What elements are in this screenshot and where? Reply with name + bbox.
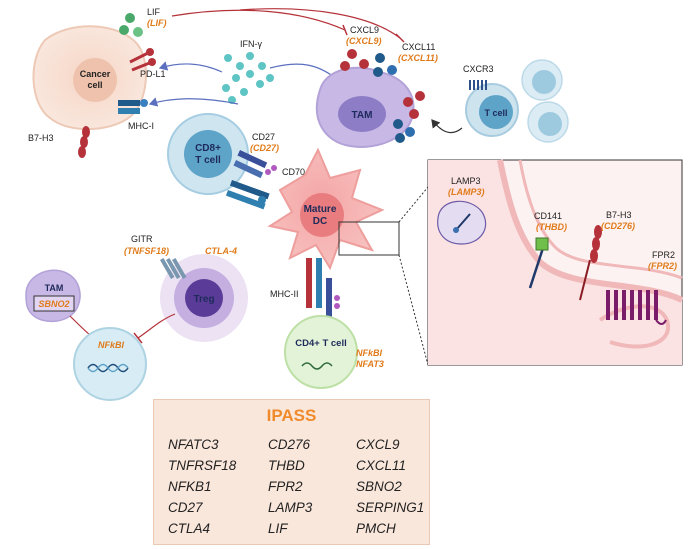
cd70-label: CD70 — [282, 167, 305, 177]
cd27-label: CD27 — [252, 132, 275, 142]
cd27-receptor — [233, 150, 277, 179]
cd4-gene-1: NFkBI — [356, 348, 383, 358]
ifng-label: IFN-γ — [240, 39, 262, 49]
ipass-panel: IPASS NFATC3 CD276 CXCL9 TNFRSF18 THBD C… — [153, 399, 430, 545]
dc-label-1: Mature — [304, 204, 337, 215]
ipass-gene: CXCL9 — [356, 437, 400, 452]
lif-cxcl9-inhibition — [171, 9, 346, 31]
cd141-gene: (THBD) — [536, 222, 567, 232]
pdl1-label: PD-L1 — [140, 69, 166, 79]
cd4-gene-2: NFAT3 — [356, 359, 384, 369]
cancer-cell-label-2: cell — [87, 80, 102, 90]
ifng-to-cancer-arrow — [158, 61, 223, 73]
chemokine-dots — [340, 49, 425, 143]
nfkbi-gene: NFkBI — [98, 340, 125, 350]
ipass-gene: TNFRSF18 — [168, 458, 237, 473]
mhc2-label: MHC-II — [270, 289, 299, 299]
cd141-label: CD141 — [534, 211, 562, 221]
mature-dc: Mature DC — [267, 147, 385, 271]
dc-zoom-box — [338, 221, 400, 256]
cd27-gene: (CD27) — [250, 143, 279, 153]
ipass-gene: CXCL11 — [356, 458, 407, 473]
ipass-gene: LIF — [268, 521, 288, 536]
ipass-gene: LAMP3 — [268, 500, 313, 515]
treg-inhibition — [137, 313, 176, 339]
cxcl11-label: CXCL11 — [402, 42, 435, 52]
ipass-gene: PMCH — [356, 521, 396, 536]
cxcr3-label: CXCR3 — [463, 64, 494, 74]
b7h3-label: B7-H3 — [28, 133, 54, 143]
cxcl11-gene: (CXCL11) — [398, 53, 438, 63]
b7h3-receptor — [78, 126, 90, 158]
mhc1-label: MHC-I — [128, 121, 154, 131]
b7h3-inset-label: B7-H3 — [606, 210, 632, 220]
fpr2-gene: (FPR2) — [648, 261, 677, 271]
cancer-cell-label-1: Cancer — [80, 69, 111, 79]
ipass-gene: FPR2 — [268, 479, 303, 494]
tam-label: TAM — [352, 110, 373, 121]
cd141-receptor — [528, 237, 549, 289]
ipass-gene: CD27 — [168, 500, 203, 515]
cxcl9-label: CXCL9 — [350, 25, 379, 35]
lif-gene: (LIF) — [147, 18, 167, 28]
lif-cxcl11-inhibition — [239, 8, 401, 39]
ipass-gene: NFATC3 — [168, 437, 219, 452]
gitr-receptor — [160, 258, 187, 280]
ifng-to-mhc-arrow — [148, 97, 239, 107]
b7h3-inset-gene: (CD276) — [601, 221, 635, 231]
ipass-gene: SBNO2 — [356, 479, 402, 494]
lif-molecules — [119, 13, 143, 37]
b7h3-inset-receptor — [579, 225, 602, 301]
ipass-gene: CTLA4 — [168, 521, 211, 536]
ipass-gene: SERPING1 — [356, 500, 425, 515]
sbno2-gene: SBNO2 — [38, 299, 69, 309]
fpr2-receptor — [606, 290, 667, 325]
pdl1-receptor — [129, 48, 156, 72]
ipass-gene: THBD — [268, 458, 305, 473]
cd4-label: CD4+ T cell — [295, 338, 346, 349]
tcr-mhc-cd8 — [225, 180, 270, 210]
ipass-gene: NFKB1 — [168, 479, 212, 494]
t-cell-cxcr3: T cell — [465, 80, 519, 137]
ifng-molecules — [222, 52, 274, 104]
inset-panel — [427, 159, 684, 366]
lamp3-label: LAMP3 — [451, 176, 481, 186]
cd8-label-2: T cell — [195, 155, 221, 166]
ctla4-gene: CTLA-4 — [205, 246, 237, 256]
tam-small-label: TAM — [45, 283, 64, 293]
lamp3-gene: (LAMP3) — [448, 187, 485, 197]
tcell-to-tam-arrow — [431, 119, 463, 134]
dc-label-2: DC — [313, 216, 327, 227]
lif-label: LIF — [147, 7, 161, 17]
t-cell-label: T cell — [484, 108, 507, 118]
ipass-title: IPASS — [266, 406, 317, 425]
ipass-gene: CD276 — [268, 437, 311, 452]
dna-icon — [301, 362, 333, 370]
gitr-gene: (TNFSF18) — [124, 246, 169, 256]
cxcl9-gene: (CXCL9) — [346, 36, 382, 46]
treg-label: Treg — [193, 294, 214, 305]
tam-small-cell: TAM SBNO2 — [25, 269, 81, 323]
cd8-t-cell: CD8+ T cell — [167, 113, 249, 195]
nucleus — [73, 327, 147, 401]
lamp3-vesicle — [437, 200, 487, 245]
fpr2-label: FPR2 — [652, 250, 675, 260]
ipass-gene-grid: NFATC3 CD276 CXCL9 TNFRSF18 THBD CXCL11 … — [168, 436, 424, 537]
gitr-label: GITR — [131, 234, 153, 244]
cd8-label-1: CD8+ — [195, 143, 221, 154]
mhc2-tcr-cd4 — [306, 258, 340, 318]
cd4-t-cell: CD4+ T cell — [284, 315, 358, 389]
t-cell-background — [521, 59, 569, 143]
mhc1-receptor — [118, 99, 148, 114]
